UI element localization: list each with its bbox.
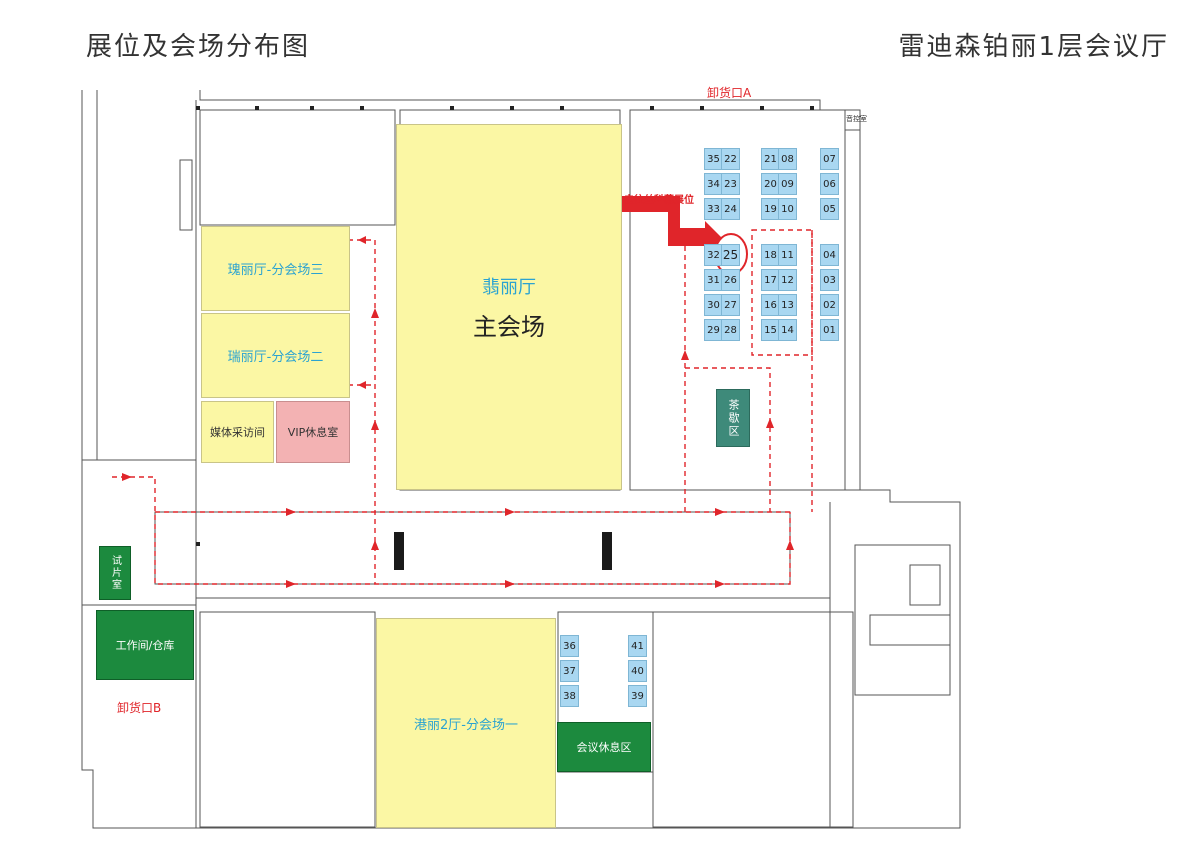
- booth[interactable]: 08: [778, 148, 797, 170]
- media-room: 媒体采访间: [201, 401, 274, 463]
- booth[interactable]: 41: [628, 635, 647, 657]
- main-hall: 翡丽厅 主会场: [396, 124, 622, 490]
- booth[interactable]: 14: [778, 319, 797, 341]
- route-arrow: [622, 196, 722, 255]
- dock-a-label: 卸货口A: [707, 86, 752, 100]
- booth[interactable]: 13: [778, 294, 797, 316]
- main-hall-name: 翡丽厅: [482, 276, 536, 298]
- gang-li-hall: 港丽2厅-分会场一: [376, 618, 556, 828]
- booth-25-highlight[interactable]: 25: [721, 244, 740, 266]
- main-hall-subtitle: 主会场: [473, 312, 545, 341]
- directions-label: 去往丝科慕展位: [624, 195, 694, 206]
- booth[interactable]: 16: [761, 294, 780, 316]
- booth[interactable]: 23: [721, 173, 740, 195]
- gui-li-hall: 瑰丽厅-分会场三: [201, 226, 350, 311]
- work-storage-room: 工作间/仓库: [96, 610, 194, 680]
- tea-break-area: 茶歇区: [716, 389, 750, 447]
- trial-room: 试片室: [99, 546, 131, 600]
- booth[interactable]: 10: [778, 198, 797, 220]
- booth[interactable]: 12: [778, 269, 797, 291]
- booth[interactable]: 01: [820, 319, 839, 341]
- booth[interactable]: 36: [560, 635, 579, 657]
- vip-lounge: VIP休息室: [276, 401, 350, 463]
- booth[interactable]: 27: [721, 294, 740, 316]
- dock-b-label: 卸货口B: [117, 701, 162, 715]
- booth[interactable]: 22: [721, 148, 740, 170]
- booth[interactable]: 02: [820, 294, 839, 316]
- rest-area: 会议休息区: [557, 722, 651, 772]
- venue-title: 雷迪森铂丽1层会议厅: [898, 32, 1169, 62]
- booth[interactable]: 11: [778, 244, 797, 266]
- booth[interactable]: 24: [721, 198, 740, 220]
- sound-control-room: 音控室: [846, 115, 867, 123]
- booth[interactable]: 07: [820, 148, 839, 170]
- booth[interactable]: 37: [560, 660, 579, 682]
- booth[interactable]: 39: [628, 685, 647, 707]
- rui-li-hall: 瑞丽厅-分会场二: [201, 313, 350, 398]
- booth[interactable]: 26: [721, 269, 740, 291]
- booth[interactable]: 09: [778, 173, 797, 195]
- booth[interactable]: 05: [820, 198, 839, 220]
- booth[interactable]: 40: [628, 660, 647, 682]
- booth[interactable]: 38: [560, 685, 579, 707]
- booth[interactable]: 28: [721, 319, 740, 341]
- booth[interactable]: 03: [820, 269, 839, 291]
- booth[interactable]: 06: [820, 173, 839, 195]
- map-title: 展位及会场分布图: [86, 32, 311, 62]
- booth[interactable]: 04: [820, 244, 839, 266]
